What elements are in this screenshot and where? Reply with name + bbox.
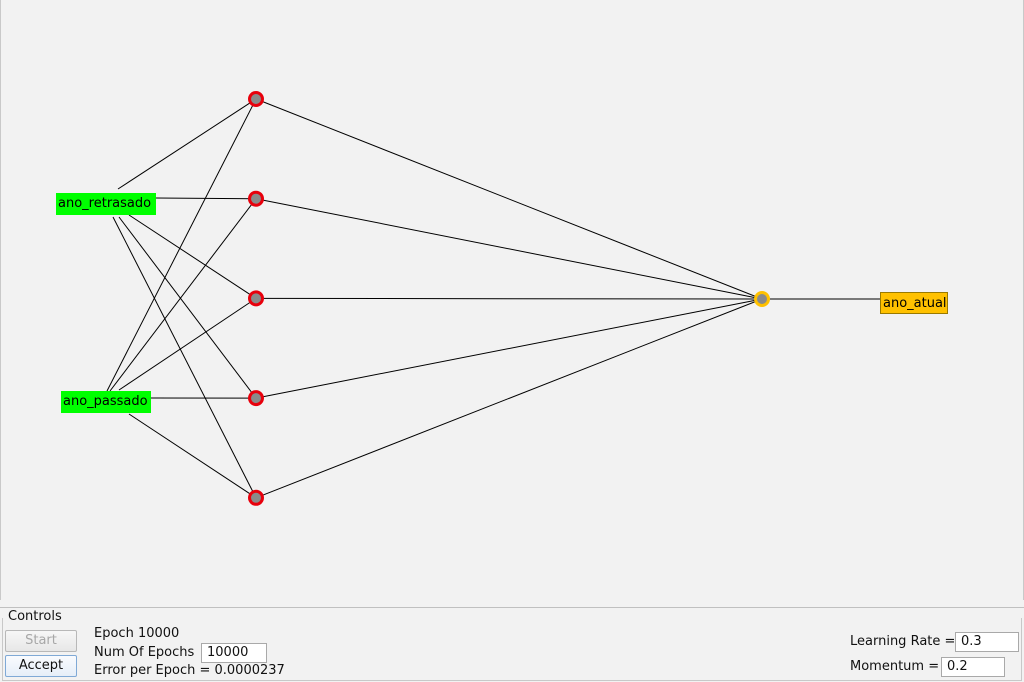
connection-line	[255, 297, 763, 300]
controls-panel: Controls Start Accept Epoch 10000 Num Of…	[0, 607, 1024, 682]
hidden-node-5	[248, 489, 264, 506]
connection-line	[255, 98, 763, 300]
connection-line	[112, 216, 257, 499]
epoch-text: Epoch 10000	[94, 626, 180, 641]
momentum-label: Momentum =	[850, 659, 940, 674]
start-button[interactable]: Start	[5, 630, 77, 652]
connection-line	[118, 216, 257, 399]
connection-line	[118, 297, 257, 391]
input-label-ano-passado[interactable]: ano_passado	[61, 391, 151, 413]
connection-line	[155, 197, 257, 200]
momentum-field[interactable]: 0.2	[941, 657, 1005, 677]
connection-line	[128, 413, 257, 499]
connection-line	[117, 98, 257, 190]
hidden-node-2	[248, 190, 264, 207]
connection-line	[255, 198, 763, 300]
error-per-epoch-text: Error per Epoch = 0.0000237	[94, 663, 285, 678]
network-diagram	[106, 91, 881, 506]
connection-line	[106, 98, 257, 392]
num-epochs-field[interactable]: 10000	[201, 643, 267, 663]
network-canvas: ano_retrasado ano_passado ano_atual	[0, 0, 1024, 600]
connection-line	[109, 198, 257, 392]
input-label-ano-retrasado[interactable]: ano_retrasado	[56, 193, 156, 215]
output-label-ano-atual[interactable]: ano_atual	[880, 292, 948, 314]
output-node	[754, 291, 770, 307]
controls-border	[2, 618, 1022, 681]
learning-rate-field[interactable]: 0.3	[955, 632, 1019, 652]
connection-line	[255, 298, 763, 499]
hidden-node-1	[248, 91, 264, 107]
num-epochs-label: Num Of Epochs	[94, 645, 195, 660]
learning-rate-label: Learning Rate =	[850, 634, 956, 649]
hidden-node-3	[248, 290, 264, 307]
controls-title: Controls	[7, 609, 63, 624]
accept-button[interactable]: Accept	[5, 655, 77, 677]
connection-line	[255, 298, 763, 399]
connection-line	[128, 214, 257, 299]
hidden-node-4	[248, 390, 264, 407]
